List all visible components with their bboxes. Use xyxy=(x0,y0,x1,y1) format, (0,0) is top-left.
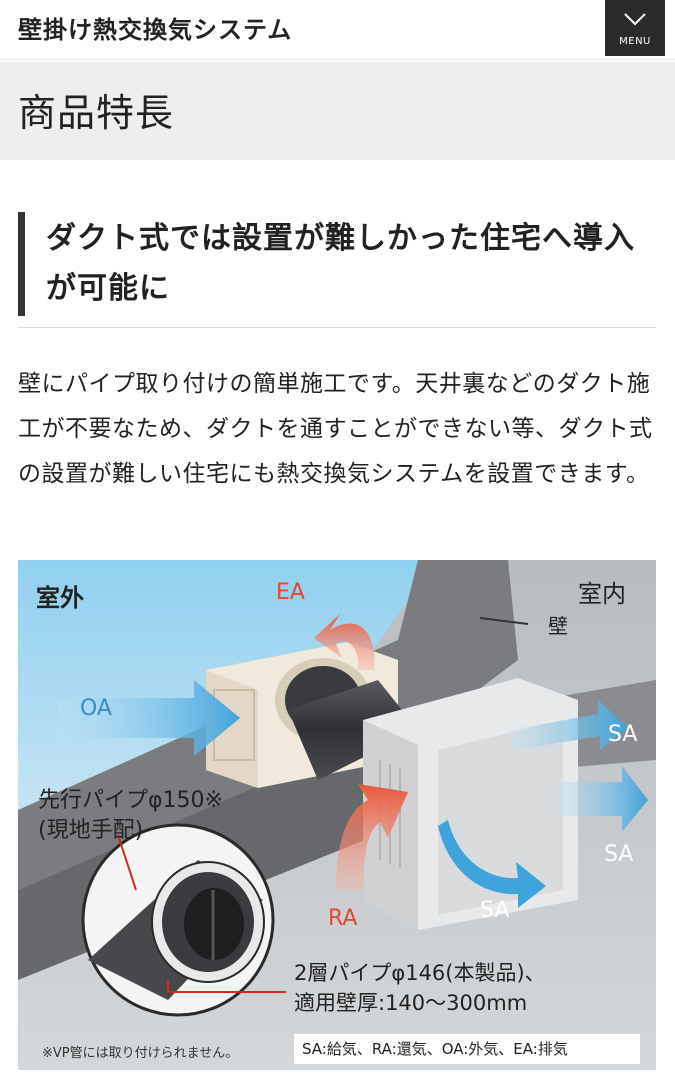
product-note: 2層パイプφ146(本製品)、 適用壁厚:140〜300mm xyxy=(294,958,546,1018)
sa-label-top: SA xyxy=(608,722,638,747)
product-note-line1: 2層パイプφ146(本製品)、 xyxy=(294,961,546,985)
indoor-label: 室内 xyxy=(578,580,626,608)
section-title: ダクト式では設置が難しかった住宅へ導入が可能に xyxy=(46,221,635,306)
air-legend: SA:給気、RA:還気、OA:外気、EA:排気 xyxy=(294,1034,640,1064)
menu-label: MENU xyxy=(619,36,651,47)
chevron-down-icon xyxy=(624,13,646,26)
heading-accent-bar xyxy=(18,212,25,316)
pipe-note-line1: 先行パイプφ150※ xyxy=(38,788,223,813)
wall-label: 壁 xyxy=(548,614,568,638)
page-title-bar: 商品特長 xyxy=(0,62,675,160)
diagram-illustration xyxy=(18,560,656,1070)
ra-label: RA xyxy=(328,906,358,931)
outdoor-label: 室外 xyxy=(36,584,84,612)
section-heading: ダクト式では設置が難しかった住宅へ導入が可能に xyxy=(18,212,656,328)
site-header: 壁掛け熱交換気システム MENU xyxy=(0,0,675,60)
ea-label: EA xyxy=(276,580,305,605)
installation-diagram: 室外 室内 壁 EA OA RA SA SA SA 先行パイプφ150※ (現地… xyxy=(18,560,656,1070)
sa-label-mid: SA xyxy=(604,842,634,867)
oa-label: OA xyxy=(80,696,112,721)
menu-button[interactable]: MENU xyxy=(605,0,665,56)
product-note-line2: 適用壁厚:140〜300mm xyxy=(294,991,528,1015)
pipe-note: 先行パイプφ150※ (現地手配) xyxy=(38,786,223,846)
section-body: 壁にパイプ取り付けの簡単施工です。天井裏などのダクト施工が不要なため、ダクトを通… xyxy=(18,371,653,487)
sa-label-bottom: SA xyxy=(480,898,510,923)
vp-pipe-footnote: ※VP管には取り付けられません。 xyxy=(42,1046,239,1061)
site-title[interactable]: 壁掛け熱交換気システム xyxy=(18,16,293,44)
pipe-note-line2: (現地手配) xyxy=(38,818,144,843)
page-title: 商品特長 xyxy=(18,91,175,135)
